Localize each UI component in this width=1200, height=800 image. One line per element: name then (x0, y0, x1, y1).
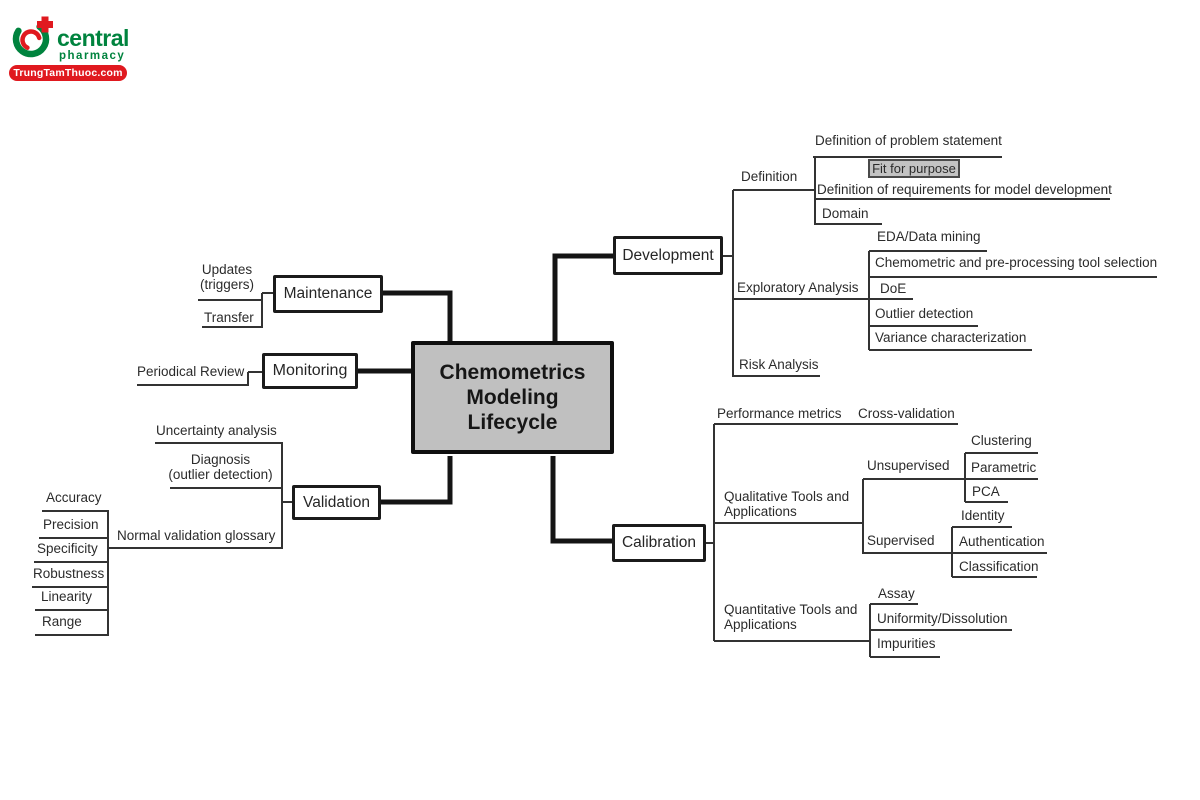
label-supervised: Supervised (867, 533, 935, 548)
label-impurities: Impurities (877, 636, 936, 651)
label-uncertainty-analysis: Uncertainty analysis (156, 423, 277, 438)
label-outlier-detection: Outlier detection (875, 306, 974, 321)
label-normal-validation-glossary: Normal validation glossary (117, 528, 276, 543)
label-chemometric-tool-selection: Chemometric and pre-processing tool sele… (875, 255, 1158, 270)
logo-sub-text: pharmacy (59, 50, 126, 62)
label-periodical-review: Periodical Review (137, 364, 245, 379)
calibration-node: Calibration (612, 524, 706, 562)
label-linearity: Linearity (41, 589, 93, 604)
label-accuracy: Accuracy (46, 490, 102, 505)
label-definition-problem-statement: Definition of problem statement (815, 133, 1002, 148)
label-identity: Identity (961, 508, 1005, 523)
logo-brand-text: central (57, 25, 129, 51)
label-diagnosis: Diagnosis (outlier detection) (168, 452, 273, 482)
label-transfer: Transfer (204, 310, 254, 325)
label-range: Range (42, 614, 82, 629)
monitoring-node: Monitoring (262, 353, 358, 389)
label-uniformity-dissolution: Uniformity/Dissolution (877, 611, 1008, 626)
label-assay: Assay (878, 586, 915, 601)
label-eda-data-mining: EDA/Data mining (877, 229, 981, 244)
development-node: Development (613, 236, 723, 275)
maintenance-node: Maintenance (273, 275, 383, 313)
label-updates-triggers: Updates (triggers) (199, 262, 254, 292)
label-domain: Domain (822, 206, 869, 221)
label-definition-requirements: Definition of requirements for model dev… (817, 182, 1112, 197)
label-doe: DoE (880, 281, 907, 296)
pharmacy-c-mark-icon (12, 16, 53, 58)
label-specificity: Specificity (37, 541, 98, 556)
label-cross-validation: Cross-validation (858, 406, 955, 421)
label-definition: Definition (741, 169, 798, 184)
label-authentication: Authentication (959, 534, 1045, 549)
branch-lines (32, 156, 1157, 658)
label-quantitative-tools: Quantitative Tools and Applications (724, 602, 858, 632)
label-clustering: Clustering (971, 433, 1032, 448)
label-variance-characterization: Variance characterization (875, 330, 1027, 345)
label-robustness: Robustness (33, 566, 105, 581)
label-unsupervised: Unsupervised (867, 458, 950, 473)
validation-node: Validation (292, 485, 381, 520)
label-qualitative-tools: Qualitative Tools and Applications (724, 489, 850, 519)
central-node: Chemometrics Modeling Lifecycle (411, 341, 614, 454)
central-pharmacy-logo: central pharmacy TrungTamThuoc.com (0, 0, 160, 95)
fit-for-purpose-node: Fit for purpose (868, 159, 960, 178)
label-exploratory-analysis: Exploratory Analysis (737, 280, 859, 295)
label-pca: PCA (972, 484, 1000, 499)
label-precision: Precision (43, 517, 99, 532)
label-risk-analysis: Risk Analysis (739, 357, 819, 372)
label-performance-metrics: Performance metrics (717, 406, 842, 421)
trunk-lines (357, 253, 613, 544)
label-classification: Classification (959, 559, 1039, 574)
logo-badge: TrungTamThuoc.com (9, 65, 127, 81)
label-parametric: Parametric (971, 460, 1037, 475)
